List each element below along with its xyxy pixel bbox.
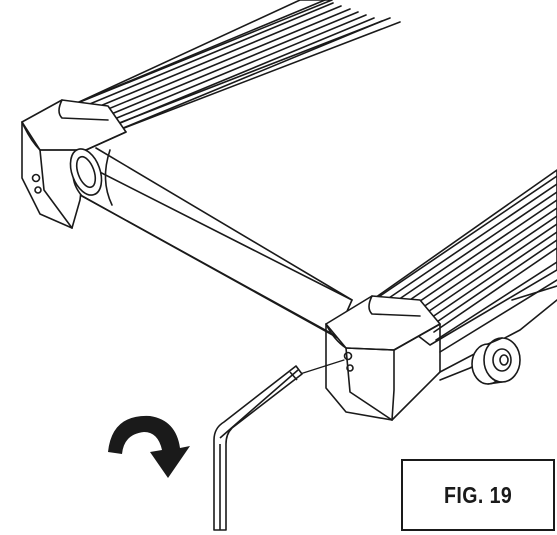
right-end-cap <box>325 295 441 421</box>
curved-arrow-clockwise-icon <box>108 415 190 478</box>
left-side-rail <box>39 0 401 139</box>
bolt-alignment-line <box>299 359 345 375</box>
figure-label-box: FIG. 19 <box>401 459 555 531</box>
transport-wheel <box>471 337 521 385</box>
figure-label: FIG. 19 <box>443 481 513 508</box>
hex-allen-key-icon <box>213 365 303 531</box>
rear-roller-tube <box>69 147 353 339</box>
